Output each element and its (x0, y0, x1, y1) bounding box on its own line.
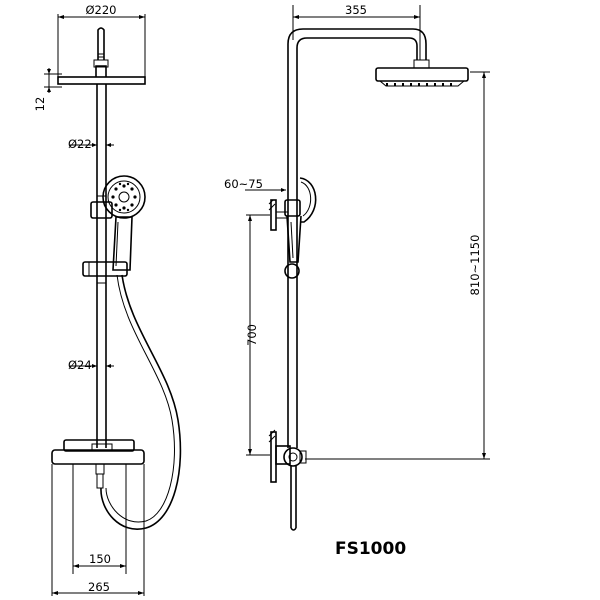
slide-knob-side (284, 263, 300, 279)
riser-arm-side (287, 28, 427, 448)
upper-wall-bracket (270, 199, 277, 231)
wall-offset-label: 60~75 (224, 177, 263, 191)
head-thickness-label: 12 (33, 97, 47, 112)
rain-head-front (57, 76, 146, 85)
total-height-label: 810~1150 (468, 235, 482, 296)
valve-side (275, 445, 291, 465)
upper-holder (90, 201, 113, 219)
head-diameter-label: Ø220 (85, 3, 116, 17)
hose-front (100, 274, 182, 530)
valve-width-label: 265 (88, 580, 110, 594)
hand-shower-head-front (102, 175, 146, 219)
hand-shower-handle-front (112, 216, 133, 271)
hand-shower-side (299, 177, 317, 223)
valve-centers-label: 150 (89, 552, 111, 566)
arm-reach-label: 355 (345, 3, 367, 17)
mount-height-label: 700 (245, 324, 259, 346)
model-number: FS1000 (335, 539, 406, 559)
gooseneck-front (97, 27, 105, 60)
upper-pipe-diameter-label: Ø22 (68, 137, 92, 151)
thermostatic-valve-front (51, 449, 145, 465)
side-view: 355 810~1150 60~75 (224, 3, 490, 531)
slide-holder (82, 261, 128, 277)
lower-pipe-diameter-label: Ø24 (68, 358, 92, 372)
front-view: Ø220 12 Ø22 Ø24 (33, 3, 182, 596)
hand-shower-handle-side (286, 215, 302, 263)
rain-head-side (375, 67, 469, 82)
